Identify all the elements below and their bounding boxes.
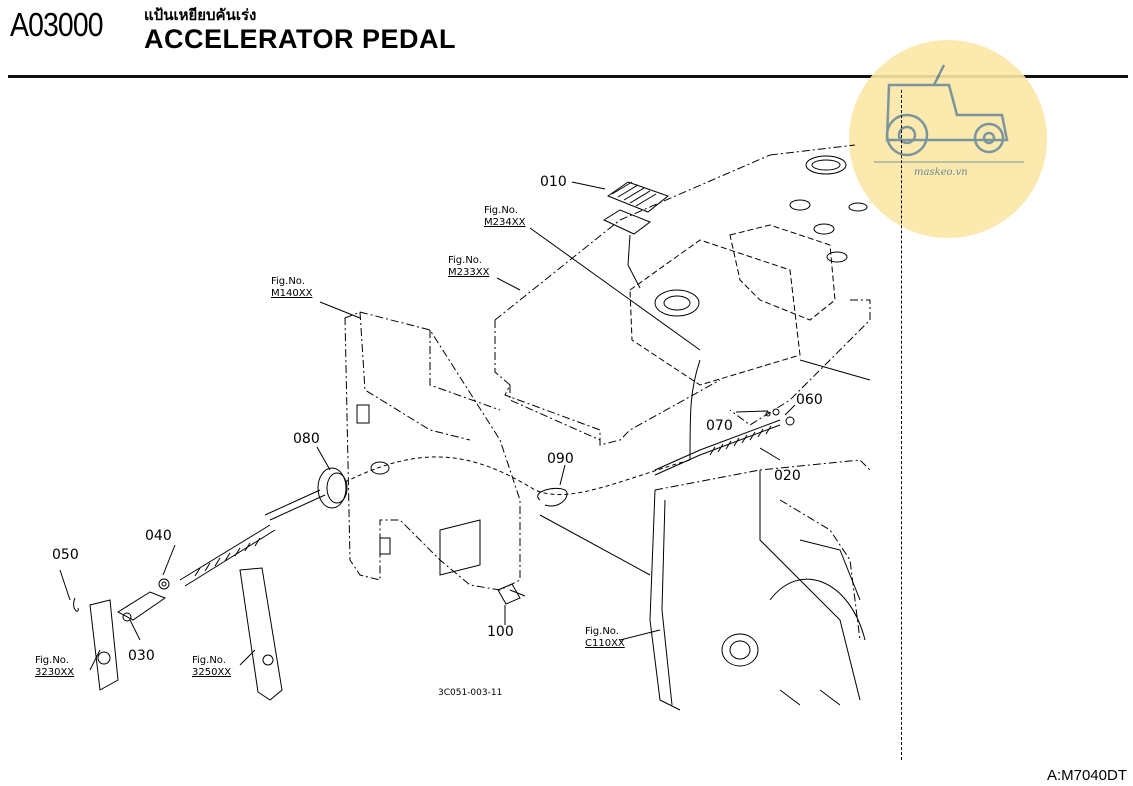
fig-ref-3230: Fig.No. 3230XX	[35, 655, 74, 679]
fig-ref-number: C110XX	[585, 638, 625, 649]
fig-ref-m234: Fig.No. M234XX	[484, 205, 525, 229]
watermark-logo	[849, 40, 1047, 238]
part-label-070: 070	[706, 418, 733, 434]
fig-ref-number: M233XX	[448, 267, 490, 278]
divider-line	[901, 90, 902, 760]
fig-ref-number: 3230XX	[35, 667, 75, 678]
page-header: A03000 แป้นเหยียบคันเร่ง ACCELERATOR PED…	[0, 0, 1133, 78]
fig-ref-c110: Fig.No. C110XX	[585, 626, 625, 650]
model-code: A:M7040DT	[1046, 767, 1127, 784]
part-label-090: 090	[547, 451, 574, 467]
fig-ref-number: M234XX	[484, 217, 526, 228]
fig-ref-number: M140XX	[271, 288, 313, 299]
thai-title: แป้นเหยียบคันเร่ง	[144, 7, 257, 24]
logo-text: maskeo.vn	[914, 167, 968, 178]
fig-ref-m140: Fig.No. M140XX	[271, 276, 312, 300]
part-label-020: 020	[774, 468, 801, 484]
part-label-050: 050	[52, 547, 79, 563]
part-label-080: 080	[293, 431, 320, 447]
part-label-100: 100	[487, 624, 514, 640]
part-label-040: 040	[145, 528, 172, 544]
fig-ref-label: Fig.No.	[585, 626, 619, 637]
section-code: A03000	[10, 6, 104, 43]
drawing-code: 3C051-003-11	[438, 688, 503, 698]
fig-ref-label: Fig.No.	[192, 655, 226, 666]
part-label-060: 060	[796, 392, 823, 408]
fig-ref-3250: Fig.No. 3250XX	[192, 655, 231, 679]
part-label-010: 010	[540, 174, 567, 190]
tractor-icon	[874, 64, 1024, 163]
fig-ref-label: Fig.No.	[484, 205, 518, 216]
page-title: ACCELERATOR PEDAL	[144, 24, 457, 54]
fig-ref-label: Fig.No.	[35, 655, 69, 666]
part-label-030: 030	[128, 648, 155, 664]
fig-ref-number: 3250XX	[192, 667, 232, 678]
fig-ref-label: Fig.No.	[448, 255, 482, 266]
header-rule	[8, 75, 1128, 78]
fig-ref-m233: Fig.No. M233XX	[448, 255, 489, 279]
fig-ref-label: Fig.No.	[271, 276, 305, 287]
